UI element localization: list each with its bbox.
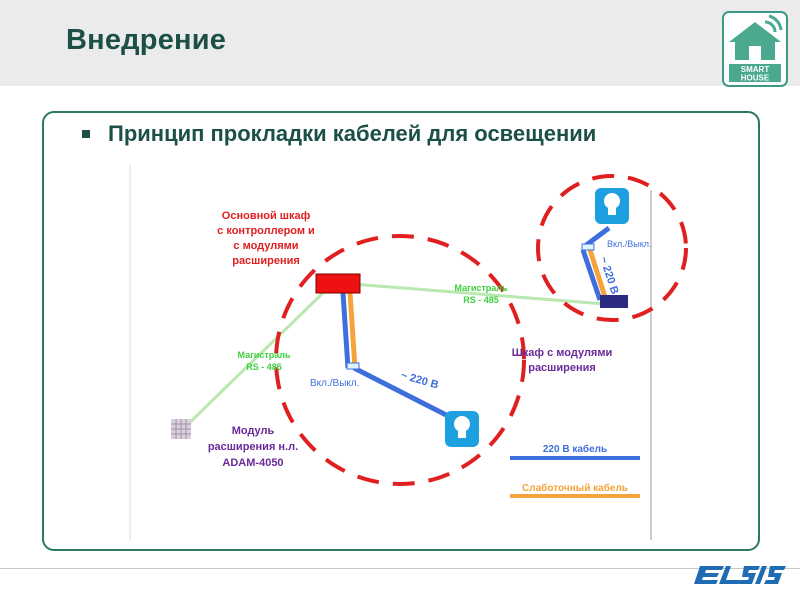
smart-house-logo: SMART HOUSE: [722, 11, 788, 87]
switch-right: [581, 243, 595, 251]
bulb-icon-main: [445, 411, 479, 447]
svg-text:расширения: расширения: [528, 362, 596, 374]
header-band: [0, 0, 800, 86]
main-cabinet-label: Основной шкаф с контроллером и с модулям…: [217, 210, 315, 267]
svg-text:RS - 485: RS - 485: [246, 362, 282, 372]
switch-label-right: Вкл./Выкл.: [607, 239, 652, 249]
rs485-line-top: [339, 281, 606, 306]
slide-title: Внедрение: [66, 24, 227, 56]
content-frame: [42, 111, 760, 551]
main-zone-circle: [274, 234, 526, 486]
legend-low-voltage-label: Слаботочный кабель: [522, 482, 628, 494]
main-cabinet: [315, 273, 361, 294]
voltage-label-main: ~ 220 В: [399, 369, 440, 391]
adam-module-icon: [171, 419, 191, 439]
power-cable-right-2: [583, 226, 611, 248]
svg-text:расширения н.л.: расширения н.л.: [208, 441, 298, 453]
power-cable-main-1: [340, 292, 351, 369]
rs485-line-left: [180, 288, 328, 432]
footer-line: [0, 568, 800, 569]
ext-zone-circle: [536, 174, 688, 322]
svg-text:Магистраль: Магистраль: [237, 350, 291, 360]
module-label: Модуль расширения н.л. ADAM-4050: [208, 425, 298, 469]
svg-text:расширения: расширения: [232, 255, 300, 267]
switch-label-main: Вкл./Выкл.: [310, 378, 360, 389]
bulb-icon-right: [595, 188, 629, 224]
switch-main: [346, 362, 360, 370]
low-voltage-cable-main: [347, 292, 358, 369]
trunk-label-top: Магистраль RS - 485: [454, 283, 508, 305]
svg-text:Модуль: Модуль: [232, 425, 275, 437]
trunk-label-left: Магистраль RS - 485: [237, 350, 291, 372]
svg-text:RS - 485: RS - 485: [463, 295, 499, 305]
bullet-marker: [82, 130, 90, 138]
ext-cabinet: [600, 295, 628, 308]
power-cable-main-2: [352, 365, 458, 423]
power-cable-right-1: [580, 249, 603, 301]
svg-text:с контроллером и: с контроллером и: [217, 225, 315, 237]
legend: 220 В кабель Слаботочный кабель: [510, 443, 640, 498]
svg-text:Магистраль: Магистраль: [454, 283, 508, 293]
low-voltage-cable-right: [587, 249, 609, 301]
svg-text:Основной шкаф: Основной шкаф: [222, 210, 311, 222]
elsis-logo: [694, 566, 786, 584]
ext-cabinet-label: Шкаф с модулями расширения: [512, 347, 613, 374]
svg-text:Шкаф с модулями: Шкаф с модулями: [512, 347, 613, 359]
logo-text-house: HOUSE: [741, 74, 770, 83]
svg-text:ADAM-4050: ADAM-4050: [222, 457, 283, 469]
content-heading: Принцип прокладки кабелей для освещении: [108, 121, 597, 146]
logo-text-smart: SMART: [741, 65, 770, 74]
svg-text:с модулями: с модулями: [233, 240, 298, 252]
legend-power-label: 220 В кабель: [543, 443, 607, 455]
